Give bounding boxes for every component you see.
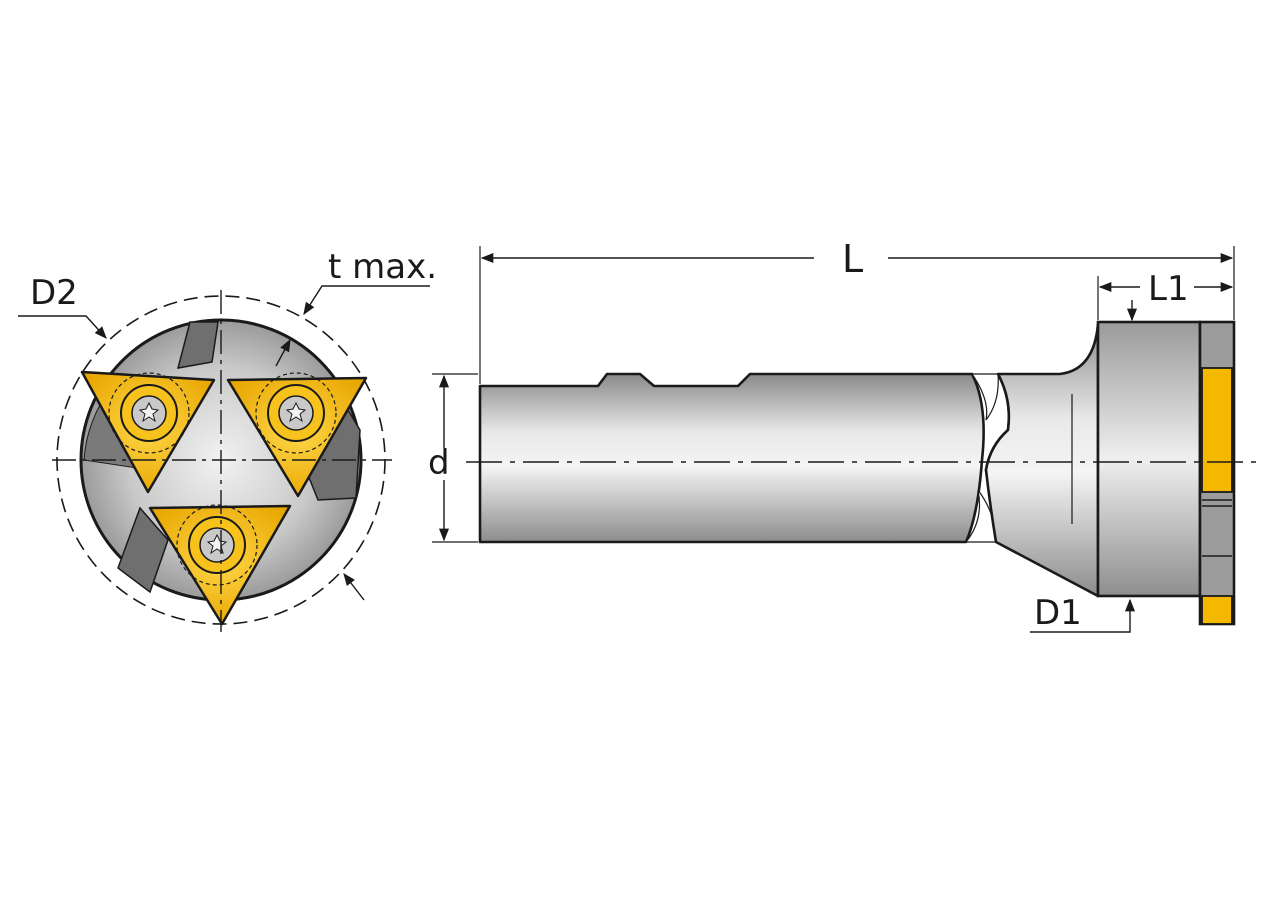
t-max-leader (303, 285, 430, 316)
d2-label: D2 (30, 273, 78, 313)
t-max-arrow-inner (275, 338, 291, 367)
d1-label: D1 (1034, 593, 1082, 633)
neck (984, 322, 1100, 598)
chip-flute (176, 321, 219, 369)
l-label: L (842, 237, 863, 281)
d2-leader (18, 315, 107, 339)
insert (148, 504, 292, 626)
shank (478, 372, 985, 544)
insert-edge-upper (1201, 367, 1233, 493)
d1-leader (1030, 598, 1136, 633)
l1-label: L1 (1148, 269, 1189, 309)
insert-edge-lower (1201, 595, 1233, 625)
insert (80, 370, 216, 494)
chip-flute (117, 506, 169, 594)
insert (226, 372, 368, 498)
end-view: D2 t max. (18, 247, 437, 632)
t-max-arrow-outer (343, 573, 365, 601)
t-max-label: t max. (328, 247, 437, 287)
cutter-head (1096, 320, 1202, 598)
d-label: d (428, 443, 450, 483)
side-view: L L1 d D1 (428, 237, 1262, 633)
